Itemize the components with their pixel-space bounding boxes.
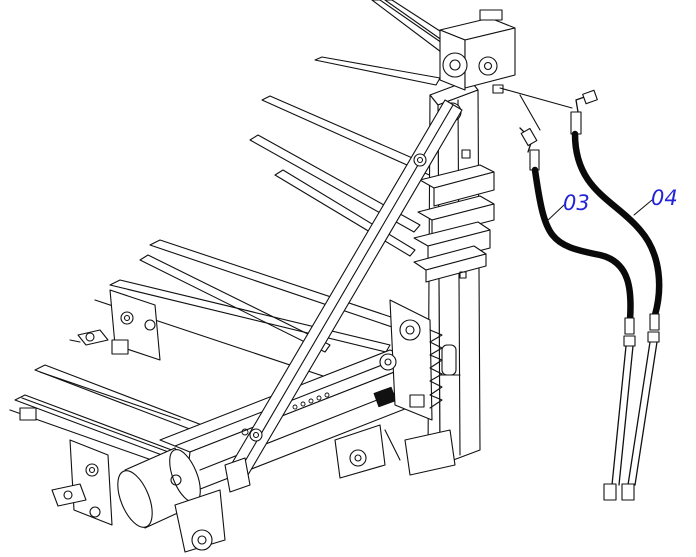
leader-03: [545, 204, 565, 223]
leader-04: [633, 199, 653, 216]
rear-bracket: [69, 289, 161, 361]
callout-label-03: 03: [563, 191, 590, 215]
hose-03: [519, 127, 636, 501]
frame-rails: [9, 0, 461, 471]
callout-leaders: [545, 199, 653, 223]
front-bracket: [19, 407, 113, 526]
lower-foot: [174, 424, 401, 553]
vertical-mast: [404, 9, 573, 476]
diagonal-brace: [224, 99, 463, 493]
hose-04: [570, 89, 663, 501]
toothed-bracket: [379, 299, 443, 421]
callout-label-04: 04: [651, 186, 678, 210]
